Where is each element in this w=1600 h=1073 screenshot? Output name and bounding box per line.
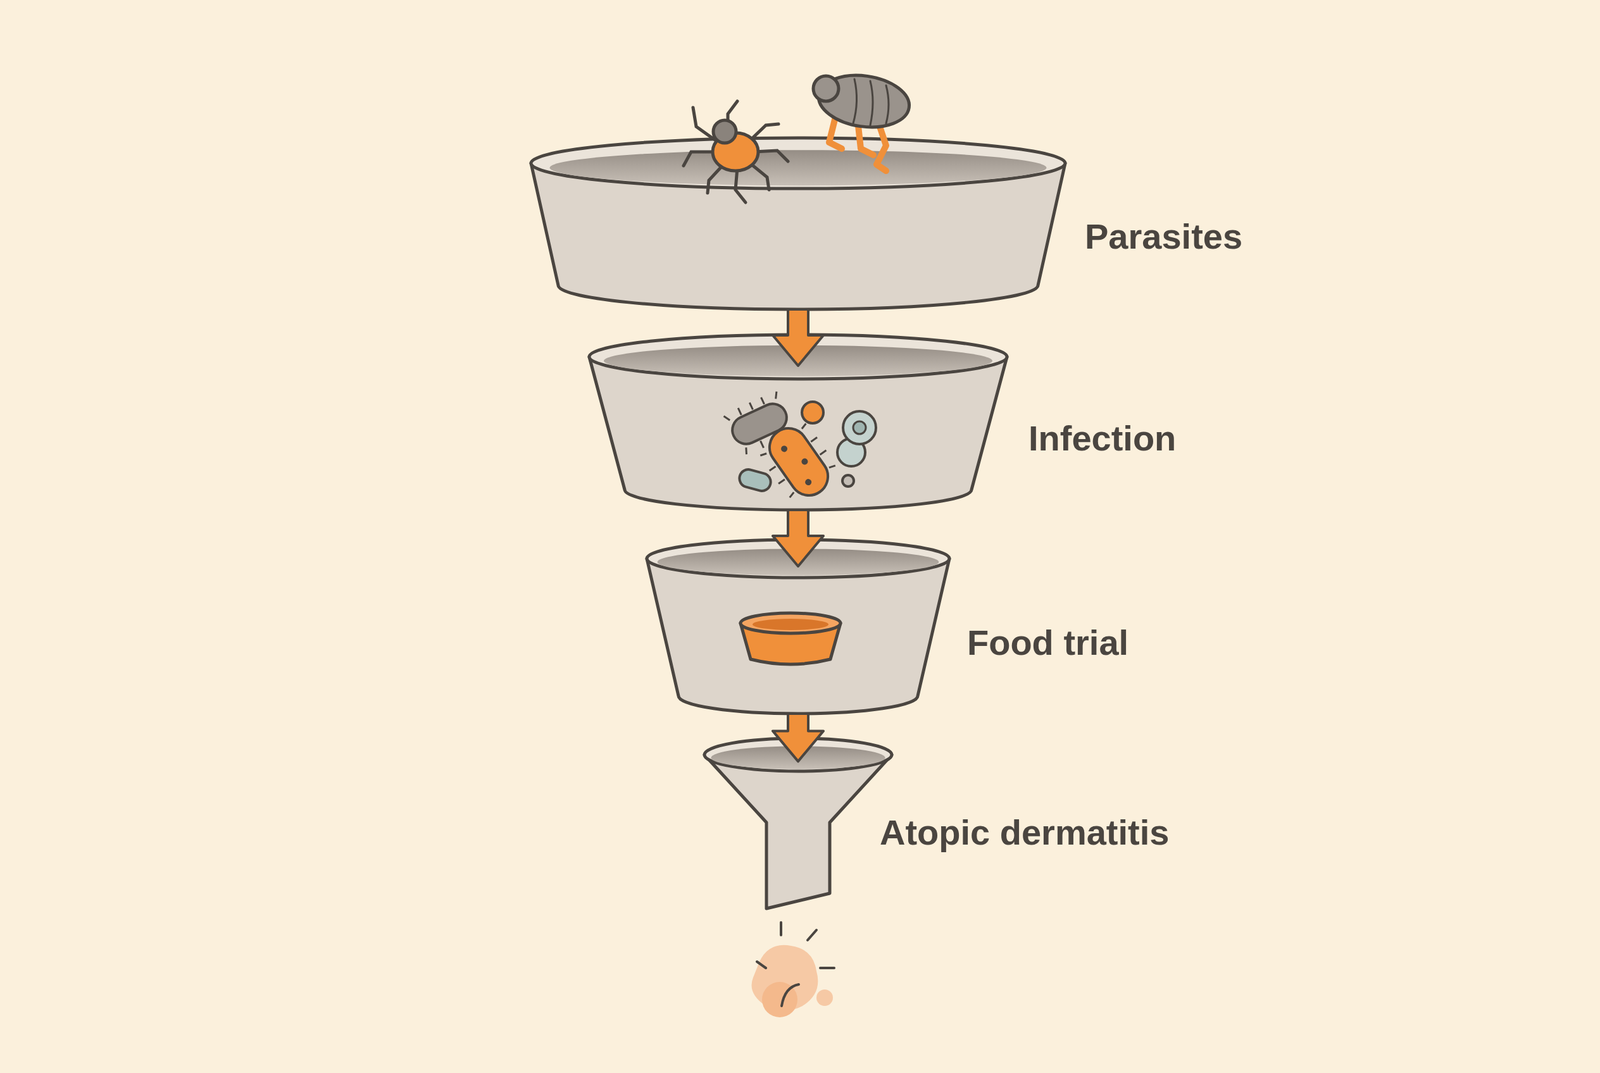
funnel-body	[704, 755, 892, 909]
segment-label: Atopic dermatitis	[879, 811, 1169, 854]
funnel-opening	[603, 345, 993, 377]
tick-icon	[683, 101, 788, 203]
funnel-segment: Atopic dermatitis	[699, 733, 1175, 914]
segment-label: Parasites	[1084, 215, 1243, 258]
funnel-body	[646, 558, 950, 714]
funnel-rim	[704, 738, 892, 772]
skin-flare-icon	[751, 922, 835, 1018]
funnel-segment: Infection	[584, 329, 1182, 516]
flea-icon	[813, 69, 913, 171]
microbe-icons	[723, 390, 876, 509]
funnel-opening	[550, 150, 1047, 186]
funnel-segment: Parasites	[525, 132, 1248, 315]
funnel-rim	[646, 539, 950, 578]
food-bowl-icon	[740, 613, 841, 665]
funnel-rim	[589, 334, 1007, 380]
funnel-rim	[531, 137, 1066, 189]
funnel-segment: Food trial	[641, 534, 1134, 719]
funnel-opening	[710, 746, 885, 769]
funnel-opening	[657, 548, 940, 576]
segment-label: Food trial	[967, 621, 1129, 664]
segment-label: Infection	[1028, 417, 1176, 460]
